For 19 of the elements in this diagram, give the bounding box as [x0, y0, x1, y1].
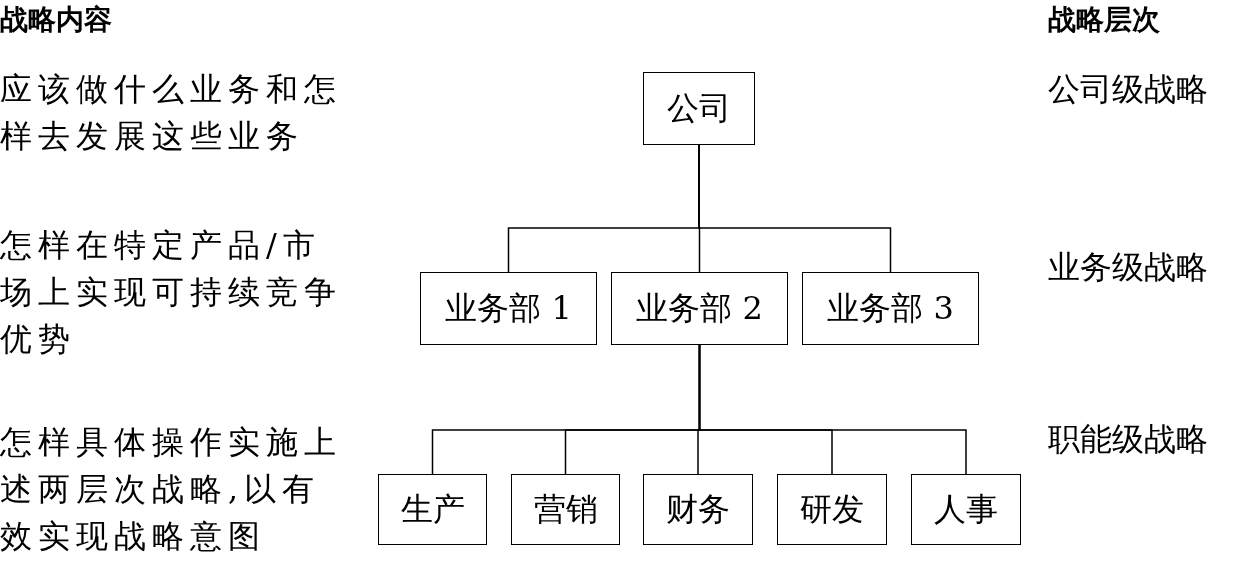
column-heading: 战略层次: [1048, 2, 1161, 38]
description-text: 怎样具体操作实施上述两层次战略,以有效实现战略意图: [0, 422, 343, 557]
division-box: 业务部 1: [420, 272, 597, 345]
department-box: 人事: [911, 474, 1021, 545]
column-heading: 战略内容: [0, 2, 113, 38]
connector-line: [698, 344, 967, 475]
level-label: 公司级战略: [1048, 69, 1209, 110]
department-box: 研发: [777, 474, 887, 545]
department-box: 财务: [643, 474, 753, 545]
description-text: 应该做什么业务和怎样去发展这些业务: [0, 69, 343, 157]
department-box: 生产: [378, 474, 487, 545]
level-label: 业务级战略: [1048, 247, 1209, 288]
division-box: 业务部 3: [802, 272, 979, 345]
description-text: 怎样在特定产品/市场上实现可持续竞争优势: [0, 225, 343, 360]
company-box: 公司: [643, 72, 755, 145]
connector-line: [698, 144, 892, 273]
level-label: 职能级战略: [1048, 419, 1209, 460]
department-box: 营销: [511, 474, 620, 545]
division-box: 业务部 2: [611, 272, 788, 345]
